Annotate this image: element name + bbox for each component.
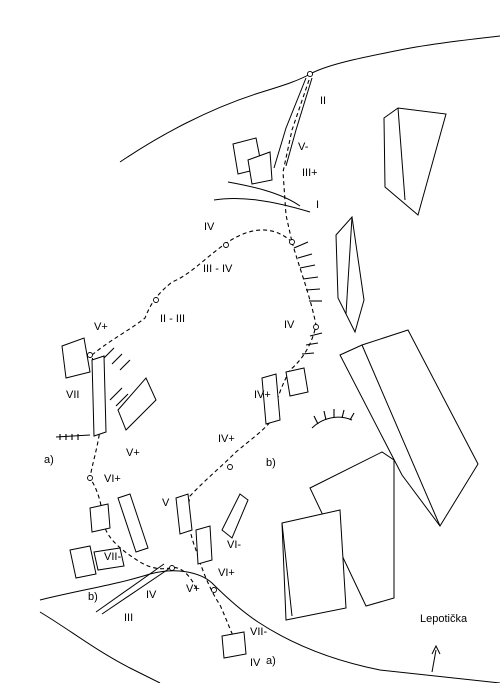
lower-left-box-1 xyxy=(69,545,97,579)
grade-label: VII xyxy=(66,389,79,401)
rock-slab-upper-right-inner xyxy=(397,107,406,201)
right-route-hatching xyxy=(293,241,323,355)
mid-left-slab xyxy=(117,493,149,553)
left-slab-diagonal xyxy=(117,377,157,431)
grade-label: VII- xyxy=(250,626,267,638)
rock-slab-bottom-box xyxy=(281,509,347,621)
grade-label: IV+ xyxy=(254,389,271,401)
lower-left-box-2 xyxy=(93,547,125,571)
grade-label: IV xyxy=(204,221,215,233)
grade-labels: II V- III+ I IV III - IV II - III IV V+ … xyxy=(44,95,326,669)
arc-overhang-hatching xyxy=(313,409,355,425)
grade-label: VI- xyxy=(227,539,241,551)
grade-label: IV xyxy=(284,319,295,331)
central-pillar xyxy=(261,373,281,425)
lower-pillar xyxy=(175,493,193,535)
lower-diagonal-ramp xyxy=(95,563,165,613)
grade-label: VI+ xyxy=(104,473,121,485)
lower-diagonal-ramp-2 xyxy=(101,567,171,615)
grade-label: III+ xyxy=(302,167,318,179)
central-box xyxy=(285,367,309,397)
grade-label: b) xyxy=(266,457,276,469)
grade-label: a) xyxy=(44,454,54,466)
grade-label: V- xyxy=(298,141,309,153)
rock-slab-low-right xyxy=(309,451,395,607)
arc-overhang xyxy=(311,416,353,429)
rock-slab-large-right-inner xyxy=(361,344,441,527)
grade-label: IV xyxy=(146,589,157,601)
bottom-small-box xyxy=(221,631,247,659)
right-route xyxy=(187,241,317,643)
lower-edge-line xyxy=(39,611,161,683)
ridge-line xyxy=(119,35,500,163)
grade-label: a) xyxy=(266,655,276,667)
grade-label: III xyxy=(124,612,133,624)
rock-slab-mid-right-inner xyxy=(345,216,353,315)
summit-belay xyxy=(306,70,314,78)
grade-label: III - IV xyxy=(203,263,233,275)
left-block-1 xyxy=(61,337,91,379)
grade-label: V+ xyxy=(186,583,200,595)
upper-route xyxy=(282,79,310,243)
grade-label: II - III xyxy=(160,313,185,325)
peak-arrow-head xyxy=(431,644,441,655)
mid-left-box xyxy=(89,503,111,533)
upper-gully-right xyxy=(285,77,313,167)
grade-label: V xyxy=(162,497,170,509)
grade-label: IV xyxy=(250,657,261,669)
upper-gully-left xyxy=(273,77,307,169)
grade-label: V+ xyxy=(126,447,140,459)
grade-label: IV+ xyxy=(218,433,235,445)
grade-label: II xyxy=(320,95,326,107)
rock-slab-bottom-box-inner xyxy=(281,522,293,617)
grade-label: b) xyxy=(88,591,98,603)
grade-label: VI+ xyxy=(218,567,235,579)
rock-slab-mid-right xyxy=(335,215,365,334)
grade-label: I xyxy=(316,199,319,211)
grade-label: V+ xyxy=(94,321,108,333)
belay-stations xyxy=(87,239,319,593)
upper-ledge-2 xyxy=(213,198,311,213)
upper-ledge xyxy=(227,181,301,207)
lower-chimney xyxy=(195,525,213,565)
rock-slab-upper-right xyxy=(383,107,447,216)
left-corner-pillar xyxy=(91,355,107,437)
ground-line xyxy=(39,570,500,683)
peak-label: Lepotička xyxy=(420,613,468,625)
upper-boulder-2 xyxy=(247,151,273,185)
peak-arrow xyxy=(431,649,437,673)
grade-label: VII- xyxy=(104,551,121,563)
mid-slab-v xyxy=(221,493,249,539)
